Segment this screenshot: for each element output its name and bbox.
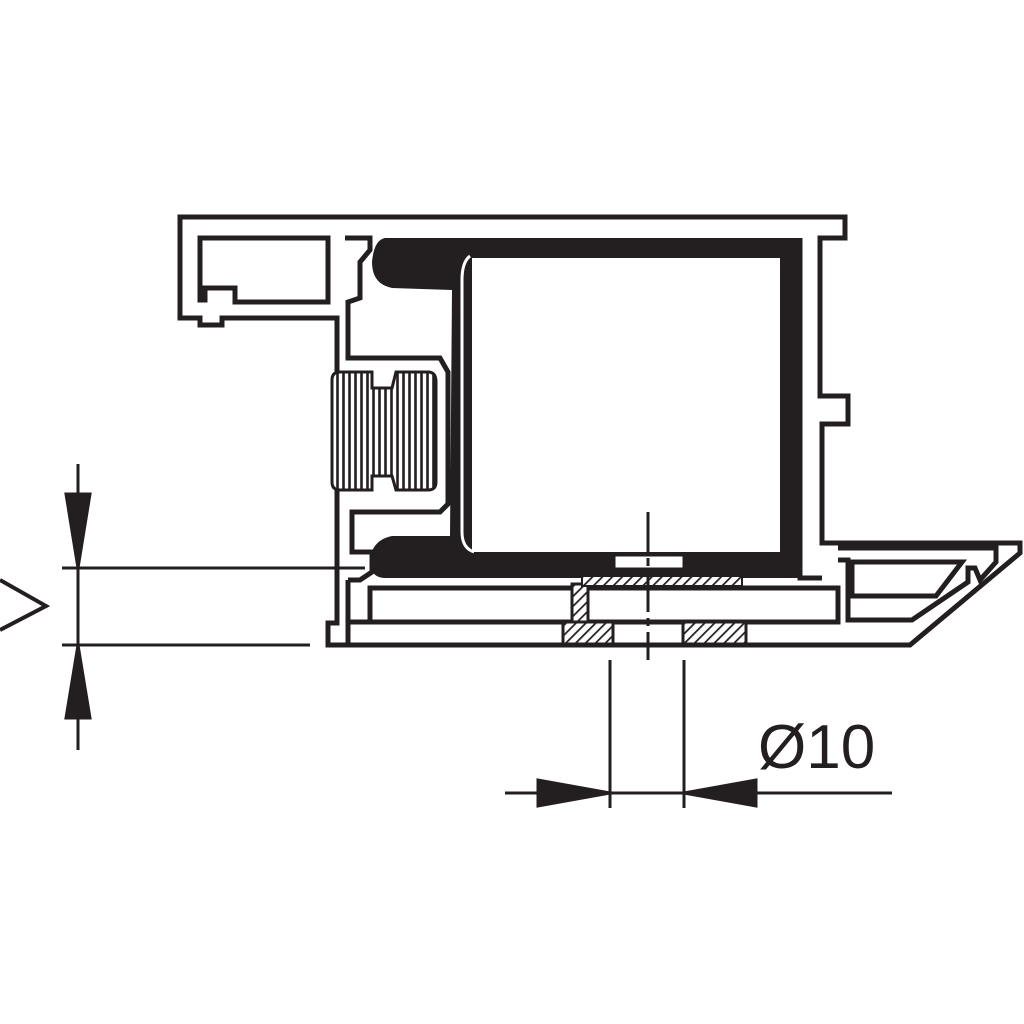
fastener-head-strip [581, 575, 743, 587]
profile-upper-left-chamber [197, 235, 331, 305]
inner-tube-band [370, 238, 800, 578]
diameter-arrow-left [683, 778, 758, 808]
diameter-dimension [505, 660, 892, 808]
thickness-dimension [62, 464, 365, 750]
fastener-stem [570, 582, 590, 624]
dimension-arrow-up [64, 644, 92, 720]
profile-right-flange [838, 545, 999, 623]
diameter-label: Ø10 [758, 713, 875, 782]
seal-gasket-block [330, 370, 438, 492]
inner-tube-inner-edge [460, 254, 475, 554]
fastener-right-washer [681, 620, 748, 646]
dimension-arrow-down [64, 492, 92, 569]
section-marker-chevron [0, 578, 51, 632]
inner-tube-hollow [480, 264, 772, 546]
diameter-arrow-right [536, 778, 611, 808]
profile-right-flange-inner [849, 559, 968, 599]
fastener-left-washer [561, 620, 615, 646]
profile-base-strip [367, 585, 841, 625]
profile-outer-outline [177, 214, 1023, 648]
